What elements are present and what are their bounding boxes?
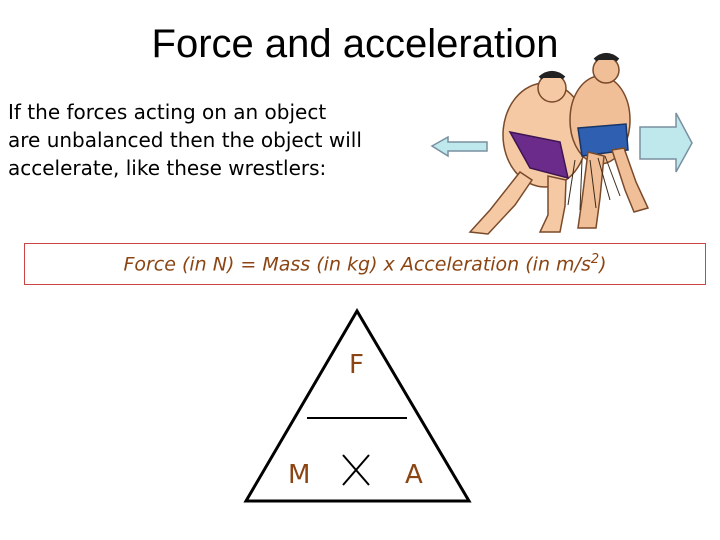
intro-line-1: If the forces acting on an object [8, 100, 327, 124]
intro-text: If the forces acting on an object are un… [8, 98, 408, 182]
multiply-icon [342, 454, 370, 486]
sumo-wrestlers-image [468, 53, 650, 235]
formula-suffix: ) [599, 253, 607, 276]
left-arrow-icon [430, 135, 488, 158]
formula-triangle [243, 308, 472, 503]
formula-superscript: 2 [590, 252, 600, 268]
triangle-acceleration-label: A [405, 460, 423, 490]
formula-text: Force (in N) = Mass (in kg) x Accelerati… [123, 252, 606, 275]
formula-main: Force (in N) = Mass (in kg) x Accelerati… [123, 253, 591, 276]
triangle-mass-label: M [288, 460, 311, 490]
intro-line-2: are unbalanced then the object will [8, 128, 362, 152]
right-arrow-icon [639, 112, 693, 173]
slide-title: Force and acceleration [151, 22, 559, 66]
triangle-force-label: F [349, 350, 364, 380]
intro-line-3: accelerate, like these wrestlers: [8, 156, 327, 180]
formula-box: Force (in N) = Mass (in kg) x Accelerati… [24, 243, 706, 285]
